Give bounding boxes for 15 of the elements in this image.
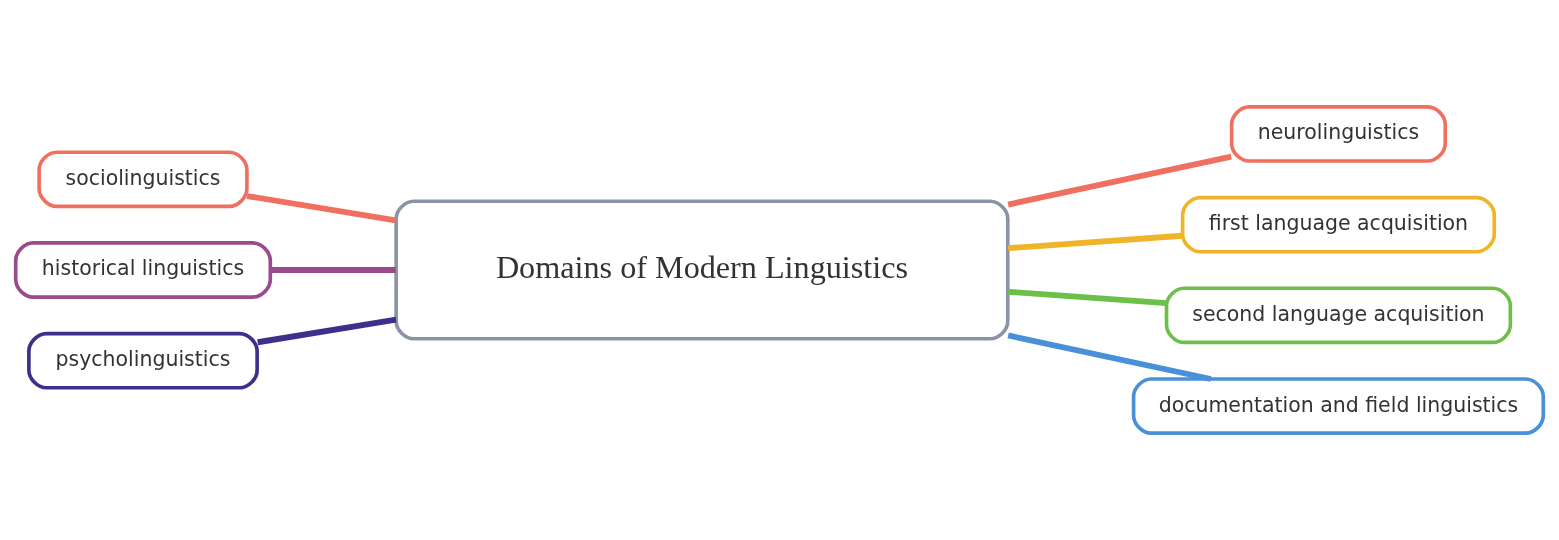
node-box: sociolinguistics bbox=[37, 150, 249, 209]
node-box: historical linguistics bbox=[13, 241, 273, 299]
node-box: first language acquisition bbox=[1180, 195, 1497, 254]
connector bbox=[1007, 153, 1232, 208]
node-box: neurolinguistics bbox=[1229, 105, 1448, 163]
connector bbox=[1007, 332, 1212, 382]
connector bbox=[270, 267, 396, 273]
connector bbox=[246, 193, 397, 224]
node-box: psycholinguistics bbox=[27, 331, 259, 390]
node-box: documentation and field linguistics bbox=[1131, 377, 1546, 435]
connector bbox=[1007, 288, 1167, 307]
connector bbox=[1007, 232, 1183, 252]
node-box: second language acquisition bbox=[1164, 286, 1513, 345]
node-box: Domains of Modern Linguistics bbox=[394, 199, 1010, 341]
connector bbox=[257, 316, 397, 346]
